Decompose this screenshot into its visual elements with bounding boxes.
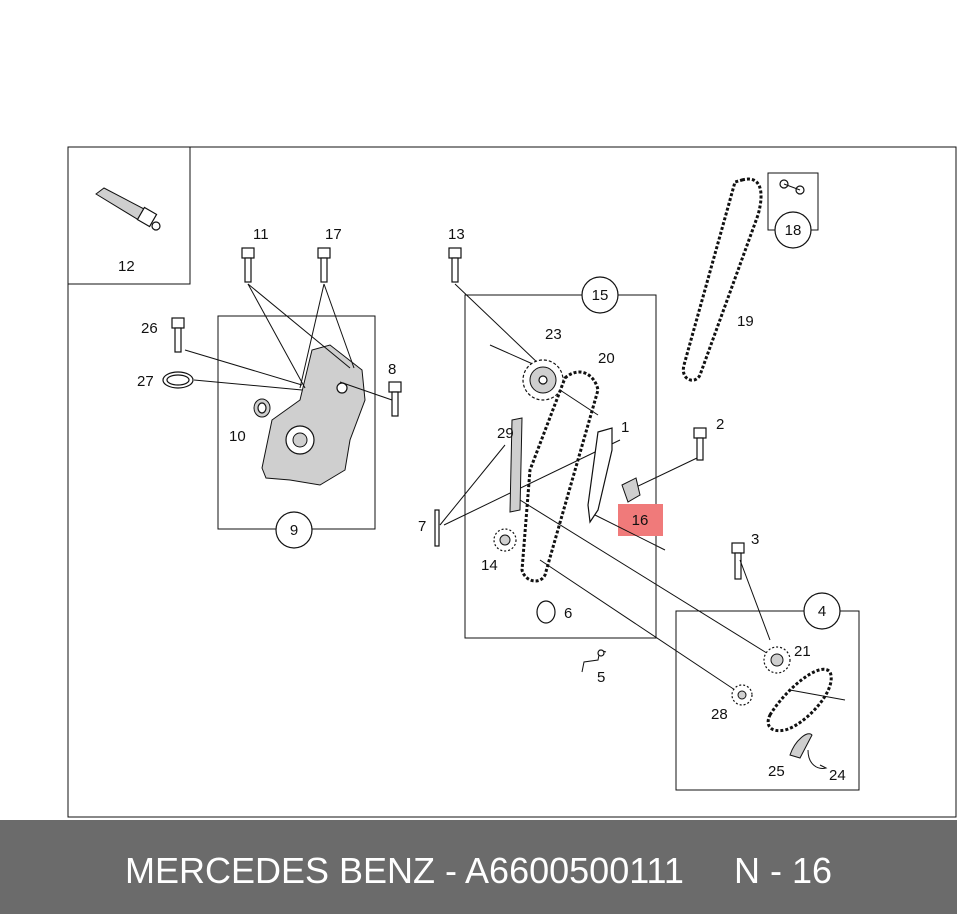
tensioner-rail-1-icon (587, 427, 613, 524)
part-number: A6600500111 (465, 850, 684, 891)
label-5: 5 (597, 669, 605, 686)
label-circle-18: 18 (774, 211, 812, 249)
timing-chain-20-icon (520, 370, 600, 583)
label-12: 12 (118, 258, 135, 275)
footer-bar: MERCEDES BENZ - A6600500111 N - 16 (0, 820, 957, 914)
oring-6-icon (536, 600, 556, 624)
seal-ring-10-icon (253, 398, 271, 418)
sealant-tube-icon (95, 187, 161, 231)
bolt-11-icon (241, 247, 255, 283)
label-circle-9: 9 (275, 511, 313, 549)
svg-text:18: 18 (785, 222, 802, 239)
label-7: 7 (418, 518, 426, 535)
svg-text:4: 4 (818, 603, 826, 620)
group-box-15 (464, 294, 657, 639)
pin-7-icon (434, 509, 440, 547)
parts-diagram: 15 9 4 18 12 11 17 13 26 27 8 10 23 20 1… (67, 146, 957, 818)
bolt-8-icon (388, 381, 402, 417)
label-24: 24 (829, 767, 846, 784)
group-box-4 (675, 610, 860, 791)
svg-text:15: 15 (592, 287, 609, 304)
bolt-17-icon (317, 247, 331, 283)
timing-cover-icon (261, 344, 366, 486)
label-circle-4: 4 (803, 592, 841, 630)
sprocket-21-icon (763, 646, 791, 674)
label-6: 6 (564, 605, 572, 622)
label-28: 28 (711, 706, 728, 723)
label-1: 1 (621, 419, 629, 436)
svg-text:9: 9 (290, 522, 298, 539)
chain-19-icon (681, 177, 763, 382)
label-16: 16 (632, 512, 649, 529)
guide-25-icon (789, 733, 813, 759)
sprocket-23-icon (522, 359, 564, 401)
diagram-position: N - 16 (733, 850, 832, 891)
label-13: 13 (448, 226, 465, 243)
leader-lines (184, 283, 846, 701)
label-19: 19 (737, 313, 754, 330)
label-2: 2 (716, 416, 724, 433)
label-10: 10 (229, 428, 246, 445)
bolt-26-icon (171, 317, 185, 353)
bolt-13-icon (448, 247, 462, 283)
spring-24-icon (807, 749, 828, 769)
label-3: 3 (751, 531, 759, 548)
chain-tensioner-16-icon (621, 477, 641, 503)
label-29: 29 (497, 425, 514, 442)
label-20: 20 (598, 350, 615, 367)
footer-caption: MERCEDES BENZ - A6600500111 N - 16 (0, 850, 957, 892)
sprocket-14-icon (493, 528, 517, 552)
link-18-icon (779, 179, 805, 195)
clip-5-icon (581, 649, 607, 673)
brand-name: MERCEDES BENZ (124, 850, 436, 891)
caption-gap (684, 850, 734, 891)
label-26: 26 (141, 320, 158, 337)
oring-27-icon (162, 371, 194, 389)
label-circle-15: 15 (581, 276, 619, 314)
chain-4-icon (766, 667, 833, 733)
bolt-2-icon (693, 427, 707, 461)
label-17: 17 (325, 226, 342, 243)
label-25: 25 (768, 763, 785, 780)
label-14: 14 (481, 557, 498, 574)
diagram-frame (67, 146, 957, 818)
label-27: 27 (137, 373, 154, 390)
caption-separator: - (435, 850, 466, 891)
bolt-3-icon (731, 542, 745, 580)
label-8: 8 (388, 361, 396, 378)
guide-rail-29-icon (509, 417, 523, 513)
sprocket-28-icon (731, 684, 753, 706)
label-11: 11 (253, 226, 269, 243)
label-23: 23 (545, 326, 562, 343)
inset-box-12 (67, 146, 191, 285)
label-21: 21 (794, 643, 811, 660)
